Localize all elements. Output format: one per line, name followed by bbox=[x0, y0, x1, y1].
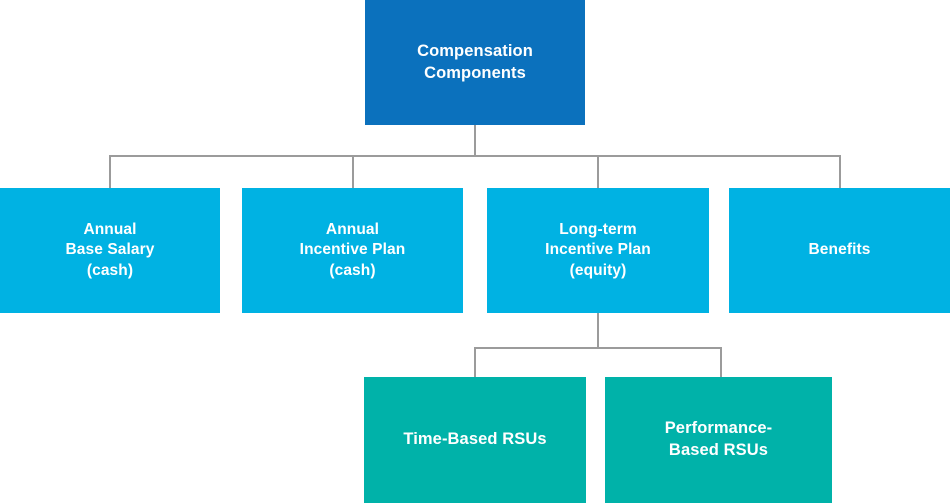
connector-level2-bus bbox=[109, 155, 841, 157]
node-compensation-components[interactable]: Compensation Components bbox=[365, 0, 585, 125]
connector-drop-time-based-rsus bbox=[474, 347, 476, 377]
node-label: Benefits bbox=[801, 240, 879, 260]
node-label-line-1: Benefits bbox=[808, 241, 871, 259]
node-time-based-rsus[interactable]: Time-Based RSUs bbox=[364, 377, 586, 503]
node-label-line-2: Incentive Plan bbox=[545, 241, 651, 259]
node-label-line-1: Performance- bbox=[664, 419, 773, 438]
node-label-line-2: Incentive Plan bbox=[299, 241, 406, 259]
node-label-line-1: Time-Based RSUs bbox=[403, 430, 547, 449]
node-label-line-1: Long-term bbox=[559, 220, 637, 238]
node-performance-based-rsus[interactable]: Performance- Based RSUs bbox=[605, 377, 832, 503]
node-long-term-incentive-plan[interactable]: Long-term Incentive Plan (equity) bbox=[487, 188, 709, 313]
node-label: Long-term Incentive Plan (equity) bbox=[537, 220, 659, 281]
node-label: Annual Incentive Plan (cash) bbox=[292, 220, 414, 281]
connector-root-stem bbox=[474, 125, 476, 156]
node-label: Compensation Components bbox=[409, 41, 541, 85]
node-label-line-1: Annual bbox=[83, 220, 137, 238]
node-benefits[interactable]: Benefits bbox=[729, 188, 950, 313]
node-label-line-1: Compensation bbox=[417, 41, 533, 60]
node-label-line-3: (cash) bbox=[86, 261, 134, 279]
connector-drop-annual-incentive bbox=[352, 155, 354, 188]
node-label-line-2: Based RSUs bbox=[668, 441, 769, 459]
connector-drop-long-term-incentive bbox=[597, 155, 599, 188]
node-label-line-3: (equity) bbox=[569, 261, 627, 279]
node-label: Performance- Based RSUs bbox=[657, 418, 781, 462]
node-annual-base-salary[interactable]: Annual Base Salary (cash) bbox=[0, 188, 220, 313]
connector-drop-benefits bbox=[839, 155, 841, 188]
connector-drop-base-salary bbox=[109, 155, 111, 188]
node-label-line-2: Components bbox=[424, 63, 526, 82]
node-annual-incentive-plan[interactable]: Annual Incentive Plan (cash) bbox=[242, 188, 463, 313]
connector-long-term-stem bbox=[597, 313, 599, 348]
node-label: Time-Based RSUs bbox=[395, 429, 554, 451]
node-label-line-3: (cash) bbox=[329, 261, 376, 279]
node-label: Annual Base Salary (cash) bbox=[58, 220, 163, 281]
connector-drop-performance-based-rsus bbox=[720, 347, 722, 377]
node-label-line-2: Base Salary bbox=[65, 241, 155, 259]
connector-level3-bus bbox=[474, 347, 722, 349]
node-label-line-1: Annual bbox=[325, 220, 380, 238]
